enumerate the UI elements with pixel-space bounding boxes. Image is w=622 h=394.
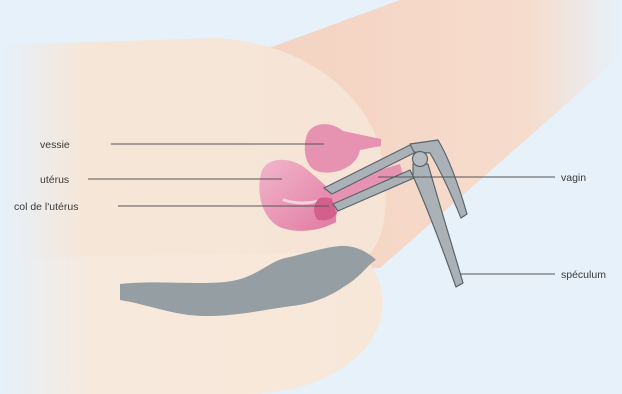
label-vessie: vessie <box>40 139 70 151</box>
speculum-pivot <box>413 152 428 167</box>
label-uterus: utérus <box>40 174 69 186</box>
label-speculum: spéculum <box>561 269 606 281</box>
label-vagin: vagin <box>561 172 586 184</box>
label-col-de-l-uterus: col de l'utérus <box>14 201 78 213</box>
